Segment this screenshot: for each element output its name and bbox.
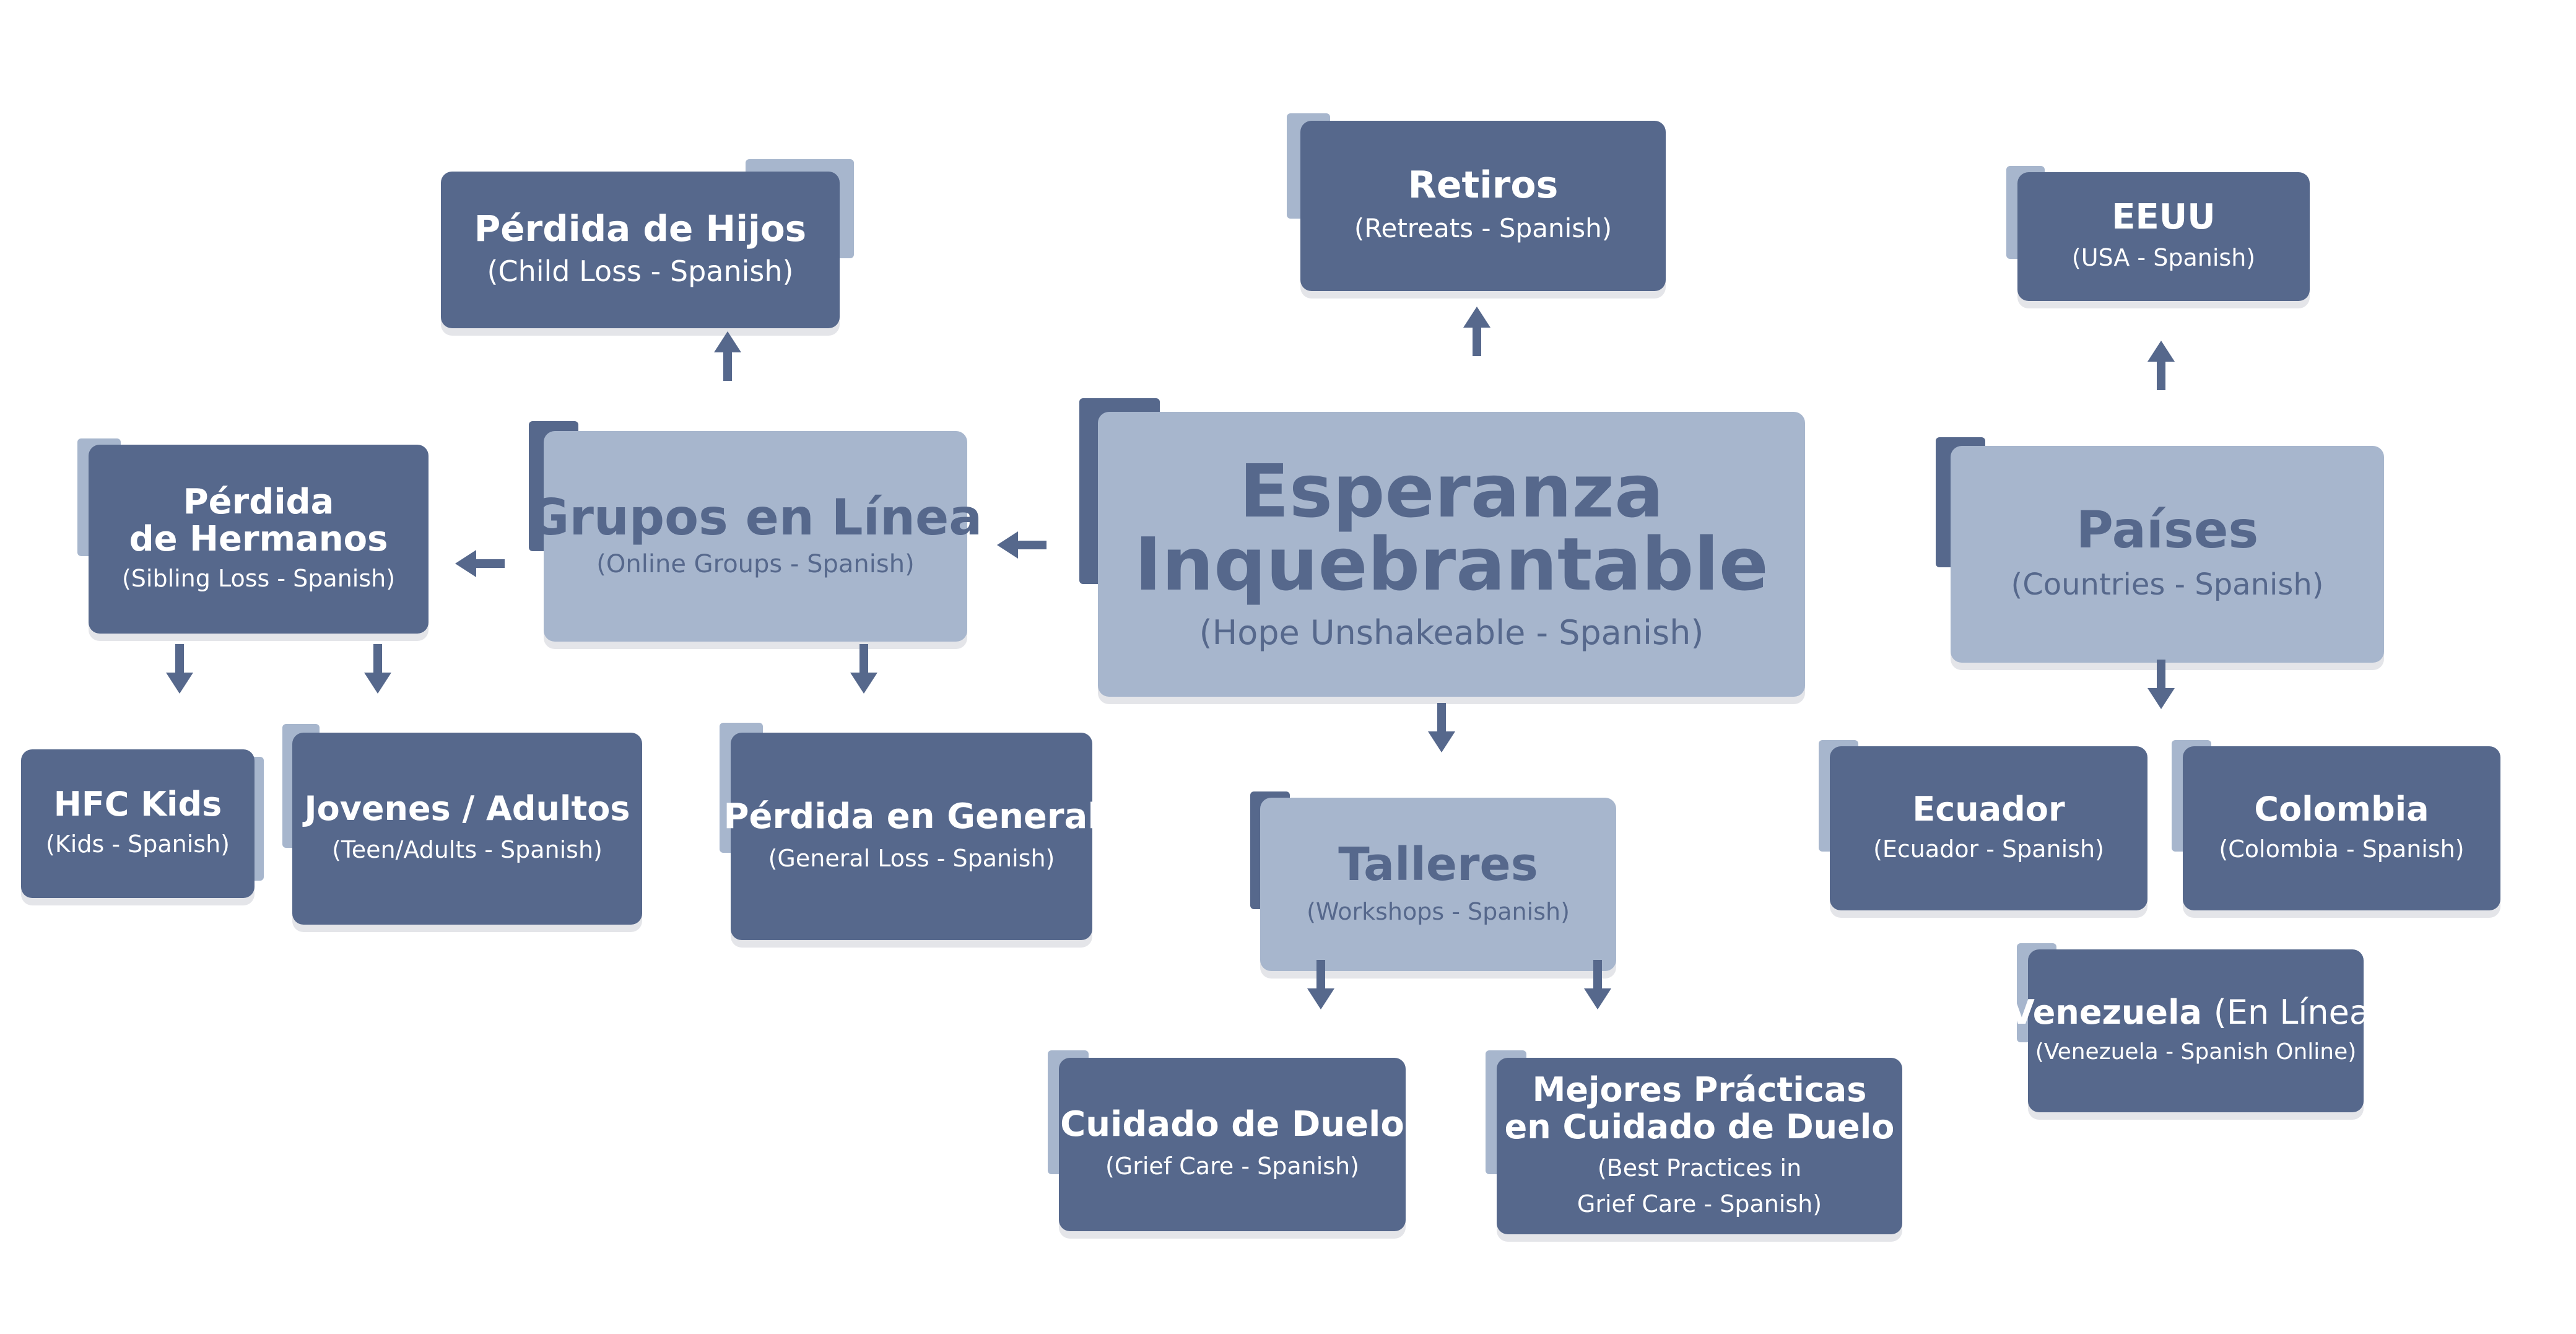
node-perdida-hijos: Pérdida de Hijos (Child Loss - Spanish) <box>441 159 854 328</box>
talleres-subtitle: (Workshops - Spanish) <box>1307 898 1570 926</box>
center-title-line1: Esperanza <box>1239 448 1664 534</box>
general-title: Pérdida en General <box>723 796 1100 837</box>
node-box: Pérdida de Hermanos (Sibling Loss - Span… <box>89 445 429 634</box>
node-paises: Países (Countries - Spanish) <box>1936 437 2384 663</box>
node-box: Retiros (Retreats - Spanish) <box>1300 121 1666 291</box>
kids-subtitle: (Kids - Spanish) <box>46 830 230 858</box>
arrow-up-hijos-icon <box>714 331 741 381</box>
node-box: Pérdida de Hijos (Child Loss - Spanish) <box>441 172 840 328</box>
arrow-down-mejores <box>1584 960 1611 1009</box>
paises-title: Países <box>2076 501 2259 560</box>
hermanos-title-line1: Pérdida <box>183 481 334 522</box>
node-jovenes-adultos: Jovenes / Adultos (Teen/Adults - Spanish… <box>282 724 642 925</box>
node-esperanza: Esperanza Inquebrantable (Hope Unshakeab… <box>1079 398 1805 697</box>
eeuu-title: EEUU <box>2112 197 2216 238</box>
jovenes-title: Jovenes / Adultos <box>304 789 630 829</box>
node-perdida-hermanos: Pérdida de Hermanos (Sibling Loss - Span… <box>77 438 429 634</box>
colombia-title: Colombia <box>2254 789 2429 829</box>
venezuela-title: Venezuela <box>2008 993 2202 1032</box>
mejores-title-line1: Mejores Prácticas <box>1532 1070 1867 1109</box>
node-cuidado-duelo: Cuidado de Duelo (Grief Care - Spanish) <box>1048 1050 1406 1231</box>
arrow-up-hijos <box>714 331 741 381</box>
node-box: Pérdida en General (General Loss - Spani… <box>723 733 1100 940</box>
node-ecuador: Ecuador (Ecuador - Spanish) <box>1819 740 2147 910</box>
node-box: Esperanza Inquebrantable (Hope Unshakeab… <box>1098 412 1805 697</box>
cuidado-title: Cuidado de Duelo <box>1060 1104 1404 1145</box>
node-box: Países (Countries - Spanish) <box>1951 446 2384 663</box>
node-colombia: Colombia (Colombia - Spanish) <box>2172 740 2500 910</box>
eeuu-subtitle: (USA - Spanish) <box>2071 244 2256 272</box>
node-box: Cuidado de Duelo (Grief Care - Spanish) <box>1059 1058 1406 1231</box>
mejores-title-line2: en Cuidado de Duelo <box>1504 1107 1895 1146</box>
venezuela-title-suffix: (En Línea) <box>2213 993 2383 1032</box>
arrow-up-eeuu-icon <box>2147 341 2175 390</box>
node-box: Talleres (Workshops - Spanish) <box>1260 798 1616 971</box>
general-subtitle: (General Loss - Spanish) <box>768 844 1055 872</box>
arrow-left-hermanos-icon <box>455 550 505 577</box>
ecuador-title: Ecuador <box>1912 789 2065 829</box>
kids-title: HFC Kids <box>53 785 222 824</box>
retiros-subtitle: (Retreats - Spanish) <box>1354 213 1612 244</box>
arrow-down-general-icon <box>850 644 877 694</box>
arrow-down-general <box>850 644 877 694</box>
ecuador-subtitle: (Ecuador - Spanish) <box>1873 835 2104 863</box>
arrow-down-cuidado <box>1307 960 1334 1009</box>
node-retiros: Retiros (Retreats - Spanish) <box>1287 113 1666 291</box>
node-eeuu: EEUU (USA - Spanish) <box>2006 166 2310 301</box>
arrow-up-retiros-icon <box>1463 307 1490 356</box>
node-hfc-kids: HFC Kids (Kids - Spanish) <box>21 749 264 898</box>
mejores-subtitle-line1: (Best Practices in <box>1597 1154 1802 1182</box>
node-box: Jovenes / Adultos (Teen/Adults - Spanish… <box>292 733 642 925</box>
jovenes-subtitle: (Teen/Adults - Spanish) <box>332 836 603 864</box>
hermanos-title-line2: de Hermanos <box>129 518 388 559</box>
hijos-title: Pérdida de Hijos <box>474 207 807 250</box>
node-grupos: Grupos en Línea (Online Groups - Spanish… <box>529 421 982 642</box>
arrow-down-jovenes <box>364 644 391 694</box>
node-box: Grupos en Línea (Online Groups - Spanish… <box>529 431 982 642</box>
arrow-left-grupos-icon <box>997 531 1046 559</box>
arrow-left-hermanos <box>455 550 505 577</box>
paises-subtitle: (Countries - Spanish) <box>2011 567 2324 602</box>
node-box: Colombia (Colombia - Spanish) <box>2183 746 2500 910</box>
hermanos-subtitle: (Sibling Loss - Spanish) <box>121 564 396 592</box>
arrow-down-mejores-icon <box>1584 960 1611 1009</box>
arrow-up-eeuu <box>2147 341 2175 390</box>
arrow-left-grupos <box>997 531 1046 559</box>
node-box: EEUU (USA - Spanish) <box>2017 172 2310 301</box>
arrow-down-cuidado-icon <box>1307 960 1334 1009</box>
mejores-subtitle-line2: Grief Care - Spanish) <box>1577 1190 1822 1218</box>
node-box: Ecuador (Ecuador - Spanish) <box>1830 746 2147 910</box>
arrow-down-paises-icon <box>2147 660 2175 709</box>
arrow-down-talleres <box>1428 703 1455 752</box>
arrow-down-kids <box>166 644 193 694</box>
node-perdida-general: Pérdida en General (General Loss - Spani… <box>720 723 1100 940</box>
node-box: HFC Kids (Kids - Spanish) <box>21 749 255 898</box>
hijos-subtitle: (Child Loss - Spanish) <box>487 254 794 288</box>
venezuela-title-row: Venezuela (En Línea) <box>2009 996 2383 1029</box>
center-subtitle: (Hope Unshakeable - Spanish) <box>1199 613 1704 653</box>
arrow-up-retiros <box>1463 307 1490 356</box>
node-venezuela: Venezuela (En Línea) (Venezuela - Spanis… <box>2009 943 2383 1112</box>
colombia-subtitle: (Colombia - Spanish) <box>2219 835 2465 863</box>
arrow-down-paises <box>2147 660 2175 709</box>
arrow-down-talleres-icon <box>1428 703 1455 752</box>
grupos-subtitle: (Online Groups - Spanish) <box>596 550 915 578</box>
node-box: Venezuela (En Línea) (Venezuela - Spanis… <box>2009 949 2383 1112</box>
node-mejores-practicas: Mejores Prácticas en Cuidado de Duelo (B… <box>1486 1050 1902 1234</box>
venezuela-subtitle: (Venezuela - Spanish Online) <box>2035 1039 2357 1065</box>
arrow-down-jovenes-icon <box>364 644 391 694</box>
retiros-title: Retiros <box>1408 163 1559 207</box>
node-box: Mejores Prácticas en Cuidado de Duelo (B… <box>1497 1058 1902 1234</box>
talleres-title: Talleres <box>1338 838 1538 892</box>
grupos-title: Grupos en Línea <box>528 489 983 546</box>
center-title-line2: Inquebrantable <box>1134 521 1769 608</box>
node-talleres: Talleres (Workshops - Spanish) <box>1250 791 1616 971</box>
arrow-down-kids-icon <box>166 644 193 694</box>
cuidado-subtitle: (Grief Care - Spanish) <box>1105 1153 1360 1180</box>
